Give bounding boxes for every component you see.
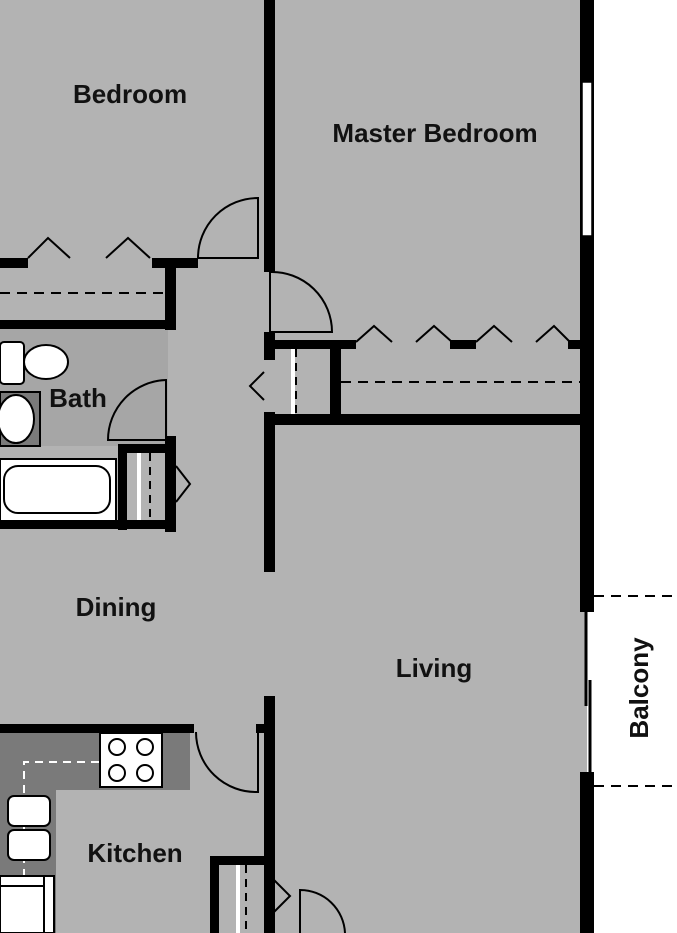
bath-top-wall <box>0 320 176 329</box>
stove-body <box>99 732 163 788</box>
closet-corner-wall <box>165 258 176 330</box>
master-bottom-wall <box>264 414 586 425</box>
linen-closet-door <box>175 465 192 503</box>
burner-icon <box>108 738 126 756</box>
pantry-left-wall <box>210 856 219 933</box>
linen-closet <box>137 453 192 520</box>
bath-door <box>106 378 167 441</box>
sink-icon <box>0 394 35 444</box>
kitchen-sink <box>7 795 51 861</box>
burner-icon <box>108 764 126 782</box>
hall-right-wall-lower <box>264 412 275 572</box>
bedroom-closet <box>0 236 165 294</box>
linen-closet-top-wall <box>118 444 174 453</box>
refrigerator <box>0 875 55 933</box>
hall-closet <box>248 349 297 414</box>
room-label-kitchen: Kitchen <box>87 838 182 868</box>
master-closet-wall-seg-b <box>568 340 584 349</box>
room-label-balcony: Balcony <box>624 637 654 739</box>
toilet-bowl-icon <box>23 344 69 380</box>
sink-basin-2 <box>7 829 51 861</box>
toilet-tank <box>0 341 25 385</box>
stove <box>99 732 163 788</box>
linen-closet-left-wall <box>118 444 127 530</box>
master-window <box>581 81 593 237</box>
kitchen-top-wall <box>0 724 194 733</box>
master-closet-side-wall <box>330 340 341 424</box>
entry-door <box>299 888 346 933</box>
bedroom-divider-wall <box>264 0 275 272</box>
balcony-floor <box>590 596 677 786</box>
pantry-top-wall <box>210 856 274 865</box>
master-closet-wall-seg-a <box>450 340 476 349</box>
hall-closet-door <box>248 371 265 401</box>
master-bifold-door-2 <box>415 324 453 343</box>
bathtub-inner <box>3 465 111 514</box>
master-bifold-door-4 <box>535 324 571 343</box>
pantry-door <box>273 879 292 913</box>
refrigerator-body <box>0 875 55 933</box>
kitchen-right-wall <box>264 696 275 933</box>
linen-closet-jamb <box>137 453 141 520</box>
pantry-jamb <box>236 865 240 933</box>
sink-basin-1 <box>7 795 51 827</box>
master-closet-top-wall <box>264 340 356 349</box>
kitchen-right-wall-stub <box>256 724 268 733</box>
bath-bottom-wall <box>0 520 176 529</box>
doors <box>106 196 346 933</box>
room-label-master-bedroom: Master Bedroom <box>332 118 537 148</box>
room-label-living: Living <box>396 653 473 683</box>
master-bifold-door-1 <box>355 324 393 343</box>
room-label-bedroom: Bedroom <box>73 79 187 109</box>
bedroom-bottom-wall-left <box>0 258 28 268</box>
pantry <box>236 865 292 933</box>
room-label-bath: Bath <box>49 383 107 413</box>
bath-fixtures <box>0 341 117 522</box>
bedroom-bifold-door-2 <box>105 236 151 259</box>
right-exterior-wall-lower <box>580 772 594 933</box>
room-label-dining: Dining <box>76 592 157 622</box>
balcony <box>584 595 677 787</box>
burner-icon <box>136 738 154 756</box>
master-bedroom-door <box>269 270 334 333</box>
hall-closet-jamb <box>291 349 295 414</box>
master-bifold-door-3 <box>475 324 513 343</box>
kitchen-entry-door <box>195 731 259 794</box>
bedroom-door <box>196 196 259 259</box>
bedroom-bifold-door-1 <box>27 236 71 259</box>
bath-right-wall <box>165 436 176 532</box>
walls <box>0 0 594 933</box>
master-closet <box>341 324 580 383</box>
burner-icon <box>136 764 154 782</box>
